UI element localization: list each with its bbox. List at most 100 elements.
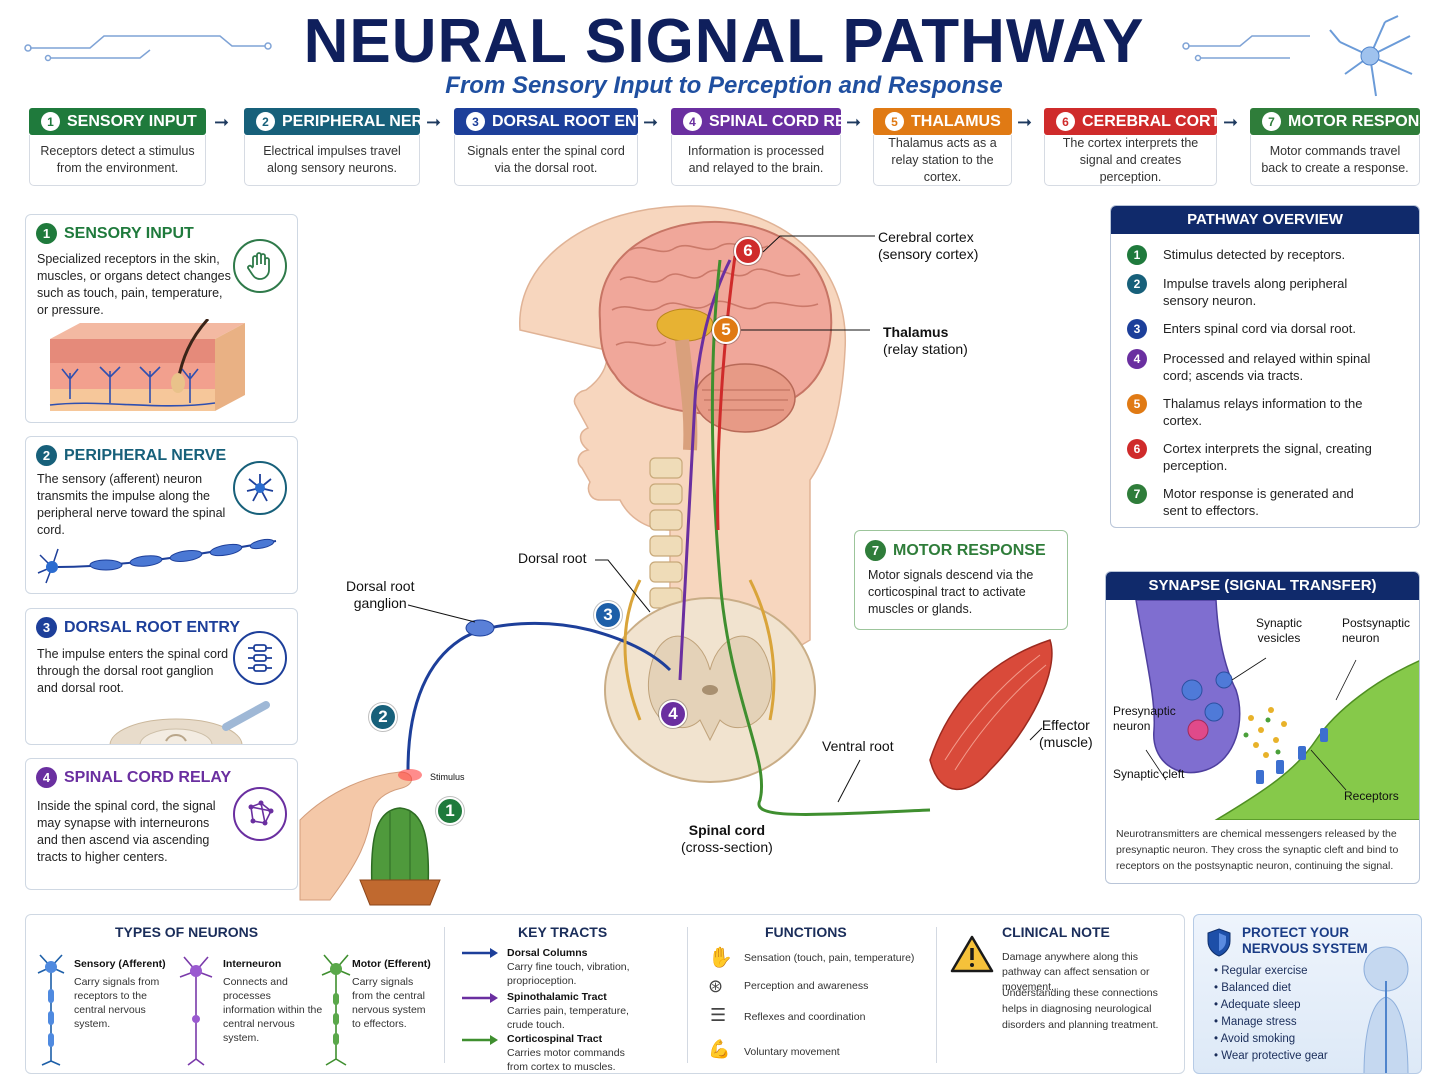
protect-item: • Balanced diet — [1214, 982, 1291, 994]
spinothalamic-tract — [678, 259, 732, 681]
motor-number: 7 — [865, 540, 886, 561]
synapse-panel: SYNAPSE (SIGNAL TRANSFER) Synaptic vesic… — [1105, 571, 1420, 884]
overview-num: 7 — [1127, 484, 1147, 504]
bottom-info-panel: TYPES OF NEURONS Sensory (Afferent)Carry… — [25, 914, 1185, 1074]
tract-name: Spinothalamic Tract — [507, 991, 607, 1003]
function-item: Voluntary movement — [744, 1046, 840, 1058]
protect-title-line2: NERVOUS SYSTEM — [1242, 941, 1368, 956]
function-item: Sensation (touch, pain, temperature) — [744, 952, 915, 964]
spinal-cord-label-text: Spinal cord — [688, 822, 766, 838]
protect-item-text: Balanced diet — [1221, 982, 1291, 994]
protect-item: • Wear protective gear — [1214, 1050, 1328, 1062]
card-title: SENSORY INPUT — [64, 224, 194, 242]
corticospinal-tract — [711, 259, 931, 816]
page-title: NEURAL SIGNAL PATHWAY — [303, 7, 1145, 76]
muscle-effector — [929, 639, 1053, 791]
presynaptic-label: Presynaptic neuron — [1113, 704, 1176, 734]
badge-2: 2 — [369, 703, 397, 731]
spinal-cord-label: Spinal cord (cross-section) — [681, 822, 773, 856]
brain-icon: ⊛ — [708, 976, 724, 996]
overview-item: 4 Processed and relayed within spinal cor… — [1127, 349, 1388, 384]
card-number: 3 — [36, 617, 57, 638]
receptors-label: Receptors — [1344, 789, 1399, 803]
neuron-icon — [233, 461, 287, 515]
vesicles-line2: vesicles — [1257, 631, 1301, 645]
tract-text: Carry fine touch, vibration, propriocept… — [507, 961, 630, 987]
step-text: Motor commands travel back to create a r… — [1250, 135, 1420, 186]
clinical-text-1: Damage anywhere along this pathway can a… — [1002, 951, 1150, 993]
step-number: 7 — [1262, 112, 1281, 131]
motor-title: MOTOR RESPONSE — [893, 541, 1046, 559]
postsynaptic-label: Postsynaptic neuron — [1342, 616, 1410, 646]
step-text: Receptors detect a stimulus from the env… — [29, 135, 206, 186]
card-text: The impulse enters the spinal cord throu… — [37, 647, 229, 695]
step-title: DORSAL ROOT ENTRY — [492, 112, 669, 130]
arm-icon: 💪 — [708, 1039, 731, 1059]
overview-text: Processed and relayed within spinal cord… — [1163, 351, 1371, 383]
overview-num: 6 — [1127, 439, 1147, 459]
protect-item: • Avoid smoking — [1214, 1033, 1296, 1045]
motor-text: Motor signals descend via the corticospi… — [868, 568, 1034, 616]
spine-icon — [233, 631, 287, 685]
post-line1: Postsynaptic — [1342, 616, 1411, 630]
clinical-title: CLINICAL NOTE — [1002, 924, 1110, 940]
step-text: Information is processed and relayed to … — [671, 135, 841, 186]
neuron-type-text: Carry signals from receptors to the cent… — [74, 976, 160, 1030]
card-title: DORSAL ROOT ENTRY — [64, 618, 241, 636]
badge-3: 3 — [594, 601, 622, 629]
overview-text: Thalamus relays information to the corte… — [1163, 396, 1363, 428]
protect-list: • Regular exercise • Balanced diet • Ade… — [1214, 963, 1328, 1065]
step-text: Thalamus acts as a relay station to the … — [873, 135, 1012, 186]
corticospinal-arrow-icon — [462, 1035, 498, 1045]
sensory-neuron-path — [406, 621, 672, 771]
motor-neuron-icon — [321, 954, 351, 1066]
effector-label: Effector (muscle) — [1039, 717, 1093, 751]
hand-illustration — [299, 771, 412, 901]
overview-text: Enters spinal cord via dorsal root. — [1163, 321, 1356, 336]
step-number: 5 — [885, 112, 904, 131]
arrow-icon: ➞ — [846, 112, 862, 132]
card-number: 4 — [36, 767, 57, 788]
neuron-type-motor: Motor (Efferent) Carry signals from the c… — [352, 957, 434, 1031]
functions-title: FUNCTIONS — [765, 924, 847, 940]
step-text: Signals enter the spinal cord via the do… — [454, 135, 638, 186]
card-text: Inside the spinal cord, the signal may s… — [37, 799, 216, 864]
overview-text: Impulse travels along peripheral sensory… — [1163, 276, 1348, 308]
dorsal-columns-arrow-icon — [462, 948, 498, 958]
cleft-label: Synaptic cleft — [1113, 767, 1185, 781]
synapse-caption: Neurotransmitters are chemical messenger… — [1116, 828, 1399, 872]
step-title: MOTOR RESPONSE — [1288, 112, 1441, 130]
neuron-type-name: Motor (Efferent) — [352, 958, 431, 970]
body-silhouette-icon — [1363, 946, 1409, 1073]
step-number: 2 — [256, 112, 275, 131]
arrow-icon: ➞ — [1017, 112, 1033, 132]
spinal-cord-label-sub: (cross-section) — [681, 839, 773, 855]
step-title: CEREBRAL CORTEX — [1082, 112, 1242, 130]
card-number: 2 — [36, 445, 57, 466]
step-number: 1 — [41, 112, 60, 131]
neuron-type-text: Carry signals from the central nervous s… — [352, 976, 426, 1030]
overview-title: PATHWAY OVERVIEW — [1111, 206, 1419, 234]
tract-text: Carries motor commands from cortex to mu… — [507, 1047, 625, 1073]
thalamus-label-sub: (relay station) — [883, 341, 968, 357]
thalamus-label: Thalamus (relay station) — [883, 324, 968, 358]
overview-num: 4 — [1127, 349, 1147, 369]
overview-num: 5 — [1127, 394, 1147, 414]
cortex-label: Cerebral cortex (sensory cortex) — [878, 229, 978, 263]
card-dorsal-root-entry: 3 DORSAL ROOT ENTRY The impulse enters th… — [25, 608, 298, 745]
arrow-icon: ➞ — [643, 112, 659, 132]
effector-label-line1: Effector — [1041, 717, 1090, 733]
arrow-icon: ➞ — [426, 112, 442, 132]
shield-icon — [1207, 928, 1231, 957]
cerebellum — [694, 363, 796, 433]
neuron-type-sensory: Sensory (Afferent)Carry signals from rec… — [74, 957, 178, 1031]
protect-item: • Regular exercise — [1214, 965, 1308, 977]
